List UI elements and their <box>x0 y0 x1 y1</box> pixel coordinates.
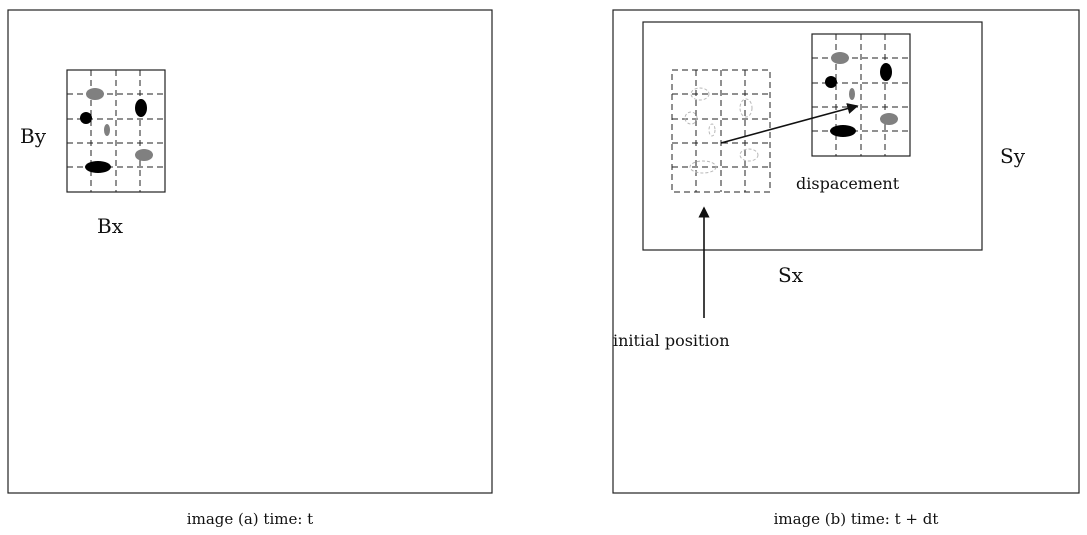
dark-blob <box>85 161 111 173</box>
gray-blob <box>880 113 898 125</box>
gray-blob <box>135 149 153 161</box>
gray-blob <box>86 88 104 100</box>
faint-blob <box>690 87 710 101</box>
initial-position-label: initial position <box>613 331 730 350</box>
search-window <box>642 21 983 251</box>
caption-b: image (b) time: t + dt <box>774 510 939 528</box>
search-height-label: Sy <box>1000 144 1026 168</box>
displaced-block <box>811 33 911 157</box>
gray-blob <box>849 88 855 100</box>
initial-position-block <box>671 69 771 193</box>
faint-blob <box>739 98 753 118</box>
block-width-label: Bx <box>97 214 124 238</box>
dark-blob <box>135 99 147 117</box>
displacement-arrow <box>720 103 859 144</box>
dark-blob <box>830 125 856 137</box>
dark-blob <box>80 112 92 124</box>
gray-blob <box>104 124 110 136</box>
reference-block <box>66 69 166 193</box>
gray-blob <box>831 52 849 64</box>
image-b-frame <box>612 9 1080 494</box>
faint-blob <box>708 123 716 137</box>
block-height-label: By <box>20 124 47 148</box>
search-width-label: Sx <box>778 263 804 287</box>
faint-blob <box>684 111 698 125</box>
dark-blob <box>880 63 892 81</box>
caption-a: image (a) time: t <box>187 510 313 528</box>
image-a-frame <box>7 9 493 494</box>
panel-a: By Bx image (a) time: t <box>7 9 493 528</box>
panel-b: dispacement Sx Sy initial position image… <box>612 9 1080 528</box>
faint-blob <box>739 148 759 162</box>
faint-blob <box>689 160 717 174</box>
displacement-label: dispacement <box>796 174 900 193</box>
dark-blob <box>825 76 837 88</box>
